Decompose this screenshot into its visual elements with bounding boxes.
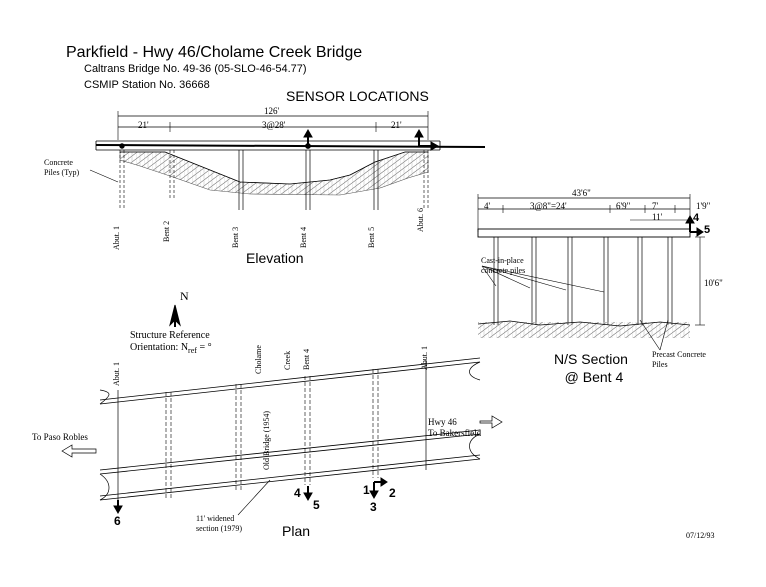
plan-sensor-1-label: 1	[363, 483, 370, 497]
plan-label-cholame: Cholame	[254, 345, 263, 374]
section-dim-3at8: 3@8"=24'	[530, 201, 567, 211]
to-bakersfield-label: To Bakersfield	[428, 428, 482, 438]
support-label-bent-5: Bent 5	[367, 226, 376, 248]
structure-reference-label: Structure Reference Orientation: Nref = …	[130, 330, 212, 357]
drawing-date: 07/12/93	[686, 531, 715, 540]
csmip-station-number: CSMIP Station No. 36668	[84, 79, 210, 91]
elevation-dim-right: 21'	[391, 120, 402, 130]
precast-line1: Precast Concrete	[652, 350, 706, 359]
elevation-dim-mid: 3@28'	[262, 120, 286, 130]
plan-sensor-6-label: 6	[114, 514, 121, 528]
old-bridge-label: Old Bridge (1954)	[262, 410, 271, 470]
plan-view-title: Plan	[282, 523, 311, 539]
plan-label-creek: Creek	[283, 350, 292, 370]
widened-line2: section (1979)	[196, 524, 242, 533]
north-arrow	[169, 304, 181, 327]
reference-prefix: Orientation: N	[130, 342, 189, 353]
section-sensor-arrows	[685, 214, 704, 237]
plan-sensor-3-label: 3	[370, 500, 377, 514]
support-label-abut-1: Abut. 1	[112, 226, 121, 250]
north-label: N	[180, 289, 189, 303]
precast-piles-label: Precast Concrete Piles	[652, 350, 706, 370]
section-sensor-4-label: 4	[693, 212, 700, 224]
plan-label-bent-4: Bent 4	[302, 348, 311, 370]
widened-section-label: 11' widened section (1979)	[196, 514, 242, 534]
plan-sensor-arrows	[113, 477, 388, 515]
section-dim-1-9: 1'9"	[696, 201, 711, 211]
cast-in-place-line1: Cast-in-place	[481, 256, 524, 265]
cast-in-place-line2: concrete piles	[481, 266, 526, 275]
cast-in-place-label: Cast-in-place concrete piles	[481, 256, 525, 276]
section-dim-6-9: 6'9"	[616, 201, 631, 211]
elevation-view	[89, 111, 486, 210]
section-sensor-5-label: 5	[704, 224, 711, 236]
concrete-piles-line1: Concrete	[44, 158, 73, 167]
hwy46-label: Hwy 46	[428, 417, 457, 427]
precast-line2: Piles	[652, 360, 668, 369]
section-title-line2: @ Bent 4	[564, 369, 624, 385]
elevation-sensor-arrows	[119, 128, 440, 151]
support-label-bent-3: Bent 3	[231, 226, 240, 248]
plan-view	[61, 357, 503, 516]
section-height-dim: 10'6"	[704, 278, 723, 288]
section-view-title: N/S Section @ Bent 4	[554, 350, 628, 386]
section-dim-11: 11'	[652, 212, 663, 222]
reference-suffix: = °	[196, 342, 212, 353]
sensor-locations-heading: SENSOR LOCATIONS	[286, 88, 429, 104]
widened-line1: 11' widened	[196, 514, 235, 523]
elevation-view-title: Elevation	[246, 250, 304, 266]
plan-sensor-2-label: 2	[389, 486, 396, 500]
section-overall-dim: 43'6"	[572, 188, 591, 198]
section-title-line1: N/S Section	[554, 351, 628, 367]
to-paso-robles-label: To Paso Robles	[32, 432, 88, 442]
support-label-bent-4: Bent 4	[299, 226, 308, 248]
support-label-abut-6: Abut. 6	[416, 208, 425, 232]
caltrans-bridge-number: Caltrans Bridge No. 49-36 (05-SLO-46-54.…	[84, 63, 307, 75]
plan-sensor-5-label: 5	[313, 498, 320, 512]
reference-line2: Orientation: Nref = °	[130, 342, 212, 357]
plan-label-abut-1-left: Abut. 1	[112, 362, 121, 386]
concrete-piles-label: Concrete Piles (Typ)	[44, 158, 79, 178]
diagram-title: Parkfield - Hwy 46/Cholame Creek Bridge	[66, 44, 363, 61]
plan-label-abut-1-right: Abut. 1	[420, 346, 429, 370]
section-dim-4: 4'	[484, 201, 491, 211]
plan-sensor-4-label: 4	[294, 486, 301, 500]
concrete-piles-line2: Piles (Typ)	[44, 168, 80, 177]
elevation-overall-dim: 126'	[264, 106, 280, 116]
support-label-bent-2: Bent 2	[162, 220, 171, 242]
elevation-dim-left: 21'	[138, 120, 149, 130]
section-dim-7: 7'	[652, 201, 659, 211]
reference-line1: Structure Reference	[130, 330, 210, 341]
reference-sub: ref	[188, 346, 197, 355]
